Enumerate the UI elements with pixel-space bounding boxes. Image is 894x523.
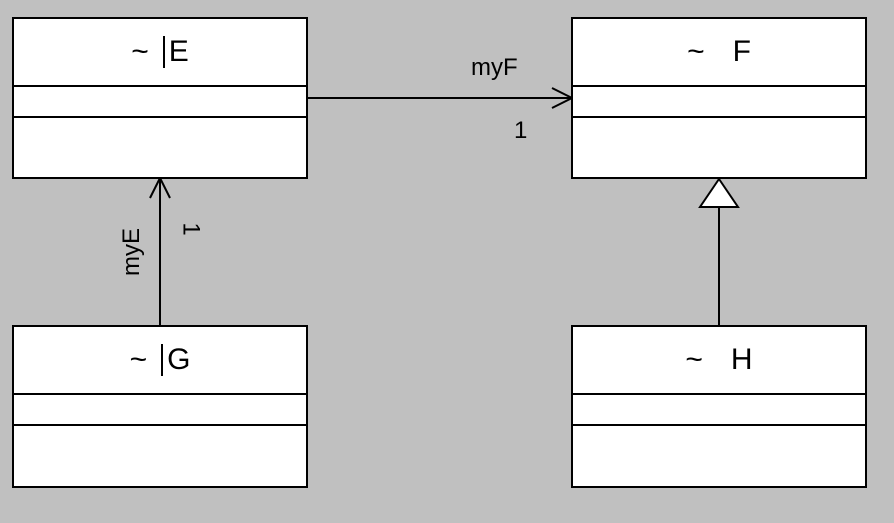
attributes-divider: [573, 85, 865, 87]
class-name-text: H: [730, 343, 753, 376]
role-label-mye: myE: [118, 228, 145, 276]
class-name-text: E: [168, 35, 189, 68]
attributes-divider: [14, 85, 306, 87]
abstract-marker: [161, 344, 164, 376]
class-name-f: ~ F: [573, 19, 865, 85]
class-name-text: F: [732, 35, 751, 68]
role-label-myf: myF: [471, 54, 518, 81]
class-name-g: ~ G: [14, 327, 306, 393]
visibility-marker: ~: [687, 35, 705, 68]
abstract-marker: [162, 36, 165, 68]
class-name-e: ~ E: [14, 19, 306, 85]
operations-divider: [573, 424, 865, 426]
class-box-f[interactable]: ~ F: [571, 17, 867, 179]
class-box-e[interactable]: ~ E: [12, 17, 308, 179]
operations-divider: [14, 116, 306, 118]
class-name-h: ~ H: [573, 327, 865, 393]
generalization-triangle: [698, 177, 740, 208]
visibility-marker: ~: [685, 343, 703, 376]
multiplicity-label-e: 1: [177, 222, 205, 236]
class-box-g[interactable]: ~ G: [12, 325, 308, 488]
visibility-marker: ~: [131, 35, 149, 68]
attributes-divider: [573, 393, 865, 395]
multiplicity-label-f: 1: [514, 117, 528, 144]
class-name-text: G: [167, 343, 191, 376]
attributes-divider: [14, 393, 306, 395]
operations-divider: [14, 424, 306, 426]
class-box-h[interactable]: ~ H: [571, 325, 867, 488]
visibility-marker: ~: [129, 343, 148, 376]
operations-divider: [573, 116, 865, 118]
